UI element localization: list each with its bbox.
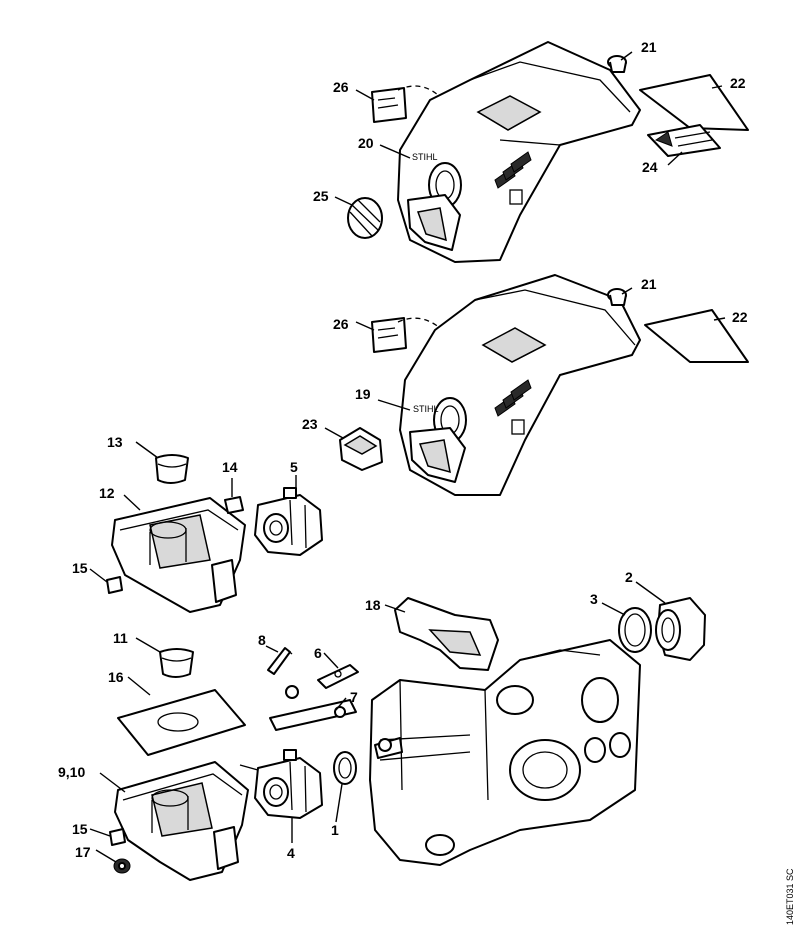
callout-14: 14 bbox=[222, 459, 238, 475]
leader-lines bbox=[89, 51, 726, 863]
callout-18: 18 bbox=[365, 597, 381, 613]
gasket-16 bbox=[117, 689, 246, 756]
callout-25: 25 bbox=[313, 188, 329, 204]
svg-text:STIHL: STIHL bbox=[412, 152, 438, 162]
callout-21b: 21 bbox=[641, 276, 657, 292]
callout-13: 13 bbox=[107, 434, 123, 450]
callout-15a: 15 bbox=[72, 560, 88, 576]
plug-21-mid bbox=[607, 288, 627, 306]
nut-15b bbox=[109, 828, 126, 846]
callout-2: 2 bbox=[625, 569, 633, 585]
decal-top bbox=[371, 85, 439, 123]
callout-8: 8 bbox=[258, 632, 266, 648]
ring-1 bbox=[333, 751, 357, 785]
callout-22a: 22 bbox=[730, 75, 746, 91]
shroud-top: STIHL bbox=[397, 41, 641, 263]
callout-7: 7 bbox=[350, 689, 358, 705]
filter-13 bbox=[155, 454, 189, 484]
callout-24: 24 bbox=[642, 159, 658, 175]
callout-labels: 21 22 26 20 24 25 21 22 26 19 23 13 14 5… bbox=[58, 39, 748, 861]
crankcase bbox=[369, 639, 641, 866]
sheet-22-top bbox=[639, 74, 749, 131]
manifold-2 bbox=[655, 597, 706, 661]
callout-11: 11 bbox=[113, 630, 128, 646]
lever-6 bbox=[317, 664, 359, 689]
callout-15b: 15 bbox=[72, 821, 88, 837]
knob-23 bbox=[339, 427, 383, 471]
shaft-7 bbox=[269, 685, 357, 731]
carburetor-4 bbox=[239, 749, 323, 819]
callout-3: 3 bbox=[590, 591, 598, 607]
clip-14 bbox=[224, 496, 244, 514]
callout-20: 20 bbox=[358, 135, 374, 151]
decal-mid bbox=[371, 317, 441, 353]
callout-1: 1 bbox=[331, 822, 339, 838]
label-24 bbox=[647, 124, 721, 157]
housing-12 bbox=[111, 497, 246, 613]
carburetor-5 bbox=[254, 487, 323, 556]
callout-26a: 26 bbox=[333, 79, 349, 95]
callout-5: 5 bbox=[290, 459, 298, 475]
callout-26b: 26 bbox=[333, 316, 349, 332]
shroud-mid: STIHL bbox=[399, 274, 641, 496]
housing-9-10 bbox=[114, 761, 249, 881]
callout-22b: 22 bbox=[732, 309, 748, 325]
nut-15a bbox=[106, 576, 123, 594]
svg-text:STIHL: STIHL bbox=[413, 404, 439, 414]
baffle-18 bbox=[394, 597, 499, 671]
rod-8 bbox=[267, 647, 293, 675]
callout-19: 19 bbox=[355, 386, 371, 402]
callout-9-10: 9,10 bbox=[58, 764, 85, 780]
callout-23: 23 bbox=[302, 416, 318, 432]
callout-17: 17 bbox=[75, 844, 91, 860]
callout-6: 6 bbox=[314, 645, 322, 661]
callout-16: 16 bbox=[108, 669, 124, 685]
cap-25 bbox=[347, 197, 383, 239]
reference-code: 140ET031 SC bbox=[785, 868, 795, 925]
callout-4: 4 bbox=[287, 845, 295, 861]
ring-3 bbox=[618, 607, 652, 653]
filter-11 bbox=[159, 648, 194, 678]
callout-21a: 21 bbox=[641, 39, 657, 55]
nut-17 bbox=[113, 858, 131, 874]
callout-12: 12 bbox=[99, 485, 115, 501]
sheet-22-mid bbox=[644, 309, 749, 363]
